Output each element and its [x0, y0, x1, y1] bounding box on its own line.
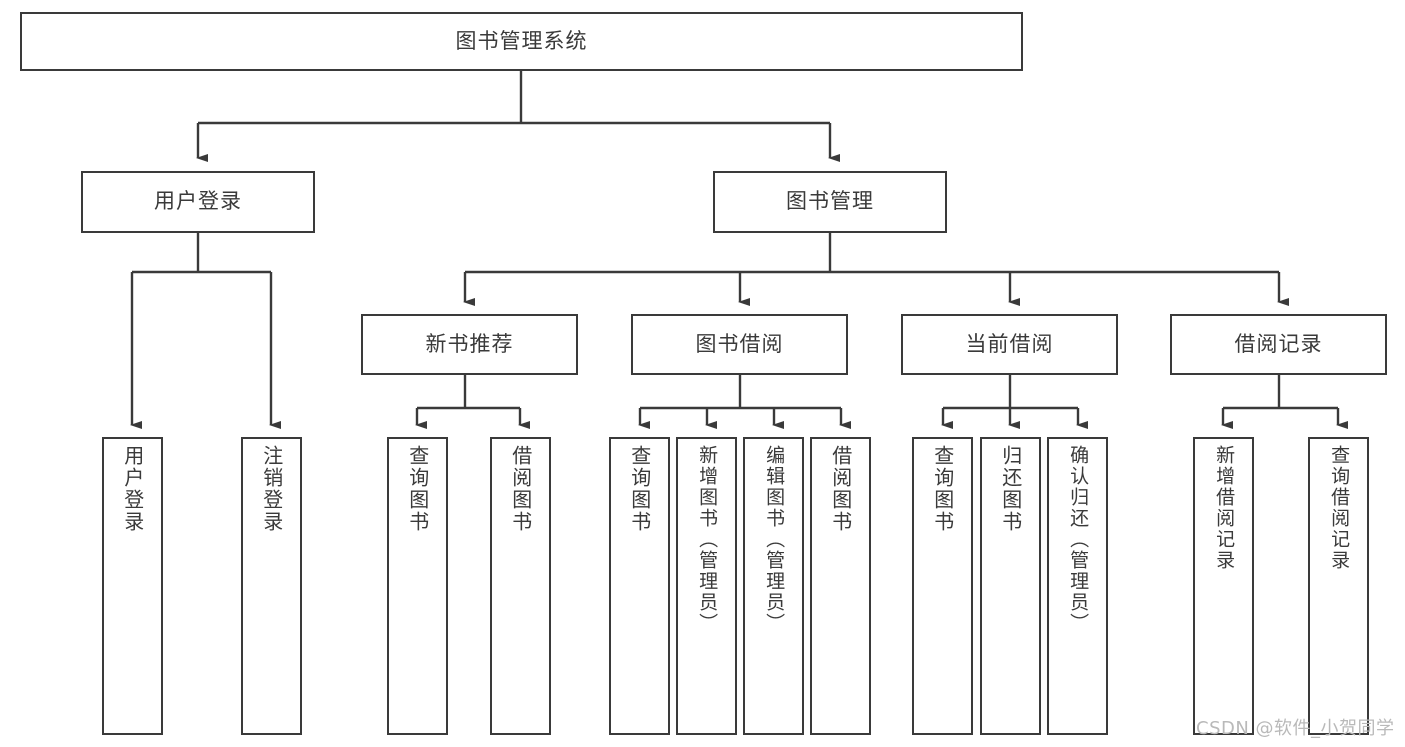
node-current-borrow-label: 当前借阅	[965, 331, 1054, 356]
node-leaf-borrow-book-2[interactable]: 借阅图书	[810, 437, 871, 735]
node-root[interactable]: 图书管理系统	[20, 12, 1023, 71]
node-user-login-label: 用户登录	[154, 189, 242, 214]
node-leaf-add-book[interactable]: 新增图书（管理员）	[676, 437, 737, 735]
node-leaf-borrow-book-1-label: 借阅图书	[508, 445, 533, 533]
node-leaf-query-book-2[interactable]: 查询图书	[609, 437, 670, 735]
node-leaf-query-record-label: 查询借阅记录	[1328, 445, 1351, 571]
node-leaf-return-book[interactable]: 归还图书	[980, 437, 1041, 735]
node-leaf-borrow-book-1[interactable]: 借阅图书	[490, 437, 551, 735]
node-leaf-user-login-label: 用户登录	[120, 445, 145, 533]
node-leaf-edit-book[interactable]: 编辑图书（管理员）	[743, 437, 804, 735]
node-leaf-confirm-return[interactable]: 确认归还（管理员）	[1047, 437, 1108, 735]
node-leaf-add-record-label: 新增借阅记录	[1213, 445, 1236, 571]
node-borrow-record-label: 借阅记录	[1234, 331, 1323, 356]
node-leaf-query-book-1-label: 查询图书	[405, 445, 430, 533]
node-root-label: 图书管理系统	[455, 28, 588, 53]
node-leaf-query-record[interactable]: 查询借阅记录	[1308, 437, 1369, 735]
node-current-borrow[interactable]: 当前借阅	[901, 314, 1118, 375]
node-new-book-recommend[interactable]: 新书推荐	[361, 314, 578, 375]
node-leaf-query-book-2-label: 查询图书	[627, 445, 652, 533]
node-leaf-confirm-return-label: 确认归还（管理员）	[1067, 445, 1090, 634]
node-leaf-add-book-label: 新增图书（管理员）	[696, 445, 719, 634]
node-book-borrow[interactable]: 图书借阅	[631, 314, 848, 375]
node-leaf-query-book-3-label: 查询图书	[930, 445, 955, 533]
node-leaf-borrow-book-2-label: 借阅图书	[828, 445, 853, 533]
node-leaf-user-logout-label: 注销登录	[259, 445, 284, 533]
node-new-book-recommend-label: 新书推荐	[425, 331, 514, 356]
node-leaf-user-logout[interactable]: 注销登录	[241, 437, 302, 735]
node-leaf-edit-book-label: 编辑图书（管理员）	[763, 445, 786, 634]
node-book-manage-label: 图书管理	[786, 189, 874, 214]
node-book-manage[interactable]: 图书管理	[713, 171, 947, 233]
node-borrow-record[interactable]: 借阅记录	[1170, 314, 1387, 375]
node-leaf-query-book-3[interactable]: 查询图书	[912, 437, 973, 735]
node-user-login[interactable]: 用户登录	[81, 171, 315, 233]
node-leaf-return-book-label: 归还图书	[998, 445, 1023, 533]
node-leaf-add-record[interactable]: 新增借阅记录	[1193, 437, 1254, 735]
node-book-borrow-label: 图书借阅	[695, 331, 784, 356]
node-leaf-user-login[interactable]: 用户登录	[102, 437, 163, 735]
csdn-watermark: CSDN @软件_小贺同学	[1196, 718, 1395, 739]
node-leaf-query-book-1[interactable]: 查询图书	[387, 437, 448, 735]
